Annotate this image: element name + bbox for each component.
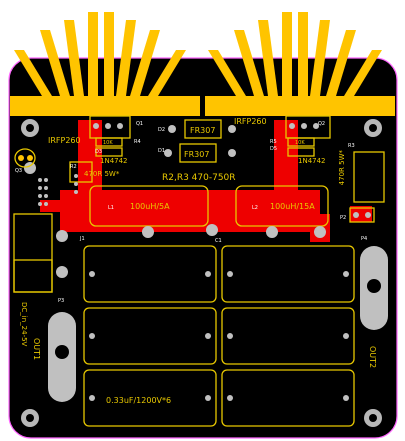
fr307-bottom-body <box>179 143 217 163</box>
label-d1: D1 <box>158 148 165 154</box>
label-out1: OUT1 <box>32 338 41 360</box>
q-pads <box>93 123 319 129</box>
r-right-body <box>287 137 315 147</box>
label-p4: P4 <box>361 236 367 242</box>
smd-pads <box>38 174 78 206</box>
label-470r-left: 470R 5W* <box>84 170 120 178</box>
label-cap-value: 0.33uF/1200V*6 <box>106 396 171 405</box>
r-big-right-outline <box>353 151 385 203</box>
d-right-body <box>287 147 315 157</box>
label-c1: C1 <box>215 238 222 244</box>
label-fr307-bottom: FR307 <box>184 150 209 159</box>
label-q3: Q3 <box>15 168 22 174</box>
label-1n4742-right: 1N4742 <box>298 157 326 165</box>
p3-outline <box>13 259 53 293</box>
label-r23: R2,R3 470-750R <box>162 173 236 183</box>
label-d3: D3 <box>95 149 102 155</box>
label-j1: J1 <box>79 236 85 242</box>
label-470r-right: 470R 5W* <box>338 150 346 186</box>
label-r5: R5 <box>270 139 277 145</box>
label-10k-right: 10K <box>295 140 305 146</box>
mounting-holes <box>21 119 382 427</box>
label-d5: D5 <box>270 146 277 152</box>
label-fr307-top: FR307 <box>190 126 215 135</box>
u1-outline <box>14 148 36 168</box>
label-l2-value: 100uH/15A <box>270 202 315 211</box>
capacitor-bank <box>83 245 355 427</box>
capacitor-pads <box>89 271 349 401</box>
left-pads <box>24 162 68 278</box>
label-d2: D2 <box>158 127 165 133</box>
label-irfp260-left: IRFP260 <box>48 136 81 145</box>
label-out2: OUT2 <box>368 346 377 368</box>
d-left-body <box>95 147 123 157</box>
inductor-pads <box>56 224 326 242</box>
fr-pads <box>164 125 236 157</box>
label-r2: R2 <box>70 164 77 170</box>
heatsink-left <box>10 12 200 116</box>
label-10k-left: 10K <box>103 140 113 146</box>
heatsink-right <box>205 12 395 116</box>
r-big-left-outline <box>69 161 93 183</box>
label-r4: R4 <box>134 139 141 145</box>
label-q1: Q1 <box>136 121 143 127</box>
fr307-top-body <box>184 119 222 139</box>
label-dc-in: DC_in_24-5V <box>20 302 28 347</box>
label-l2: L2 <box>252 205 258 211</box>
label-p3: P3 <box>58 298 64 304</box>
l1-outline <box>89 185 209 227</box>
l2-outline <box>235 185 329 227</box>
label-q2: Q2 <box>318 121 325 127</box>
label-l1-value: 100uH/5A <box>130 202 170 211</box>
label-r3: R3 <box>348 143 355 149</box>
copper-traces <box>40 120 372 242</box>
label-l1: L1 <box>108 205 114 211</box>
label-irfp260-right: IRFP260 <box>234 117 267 126</box>
r-left-body <box>95 137 123 147</box>
label-1n4742-left: 1N4742 <box>100 157 128 165</box>
p2-outline <box>349 207 375 223</box>
label-p2: P2 <box>340 215 346 221</box>
